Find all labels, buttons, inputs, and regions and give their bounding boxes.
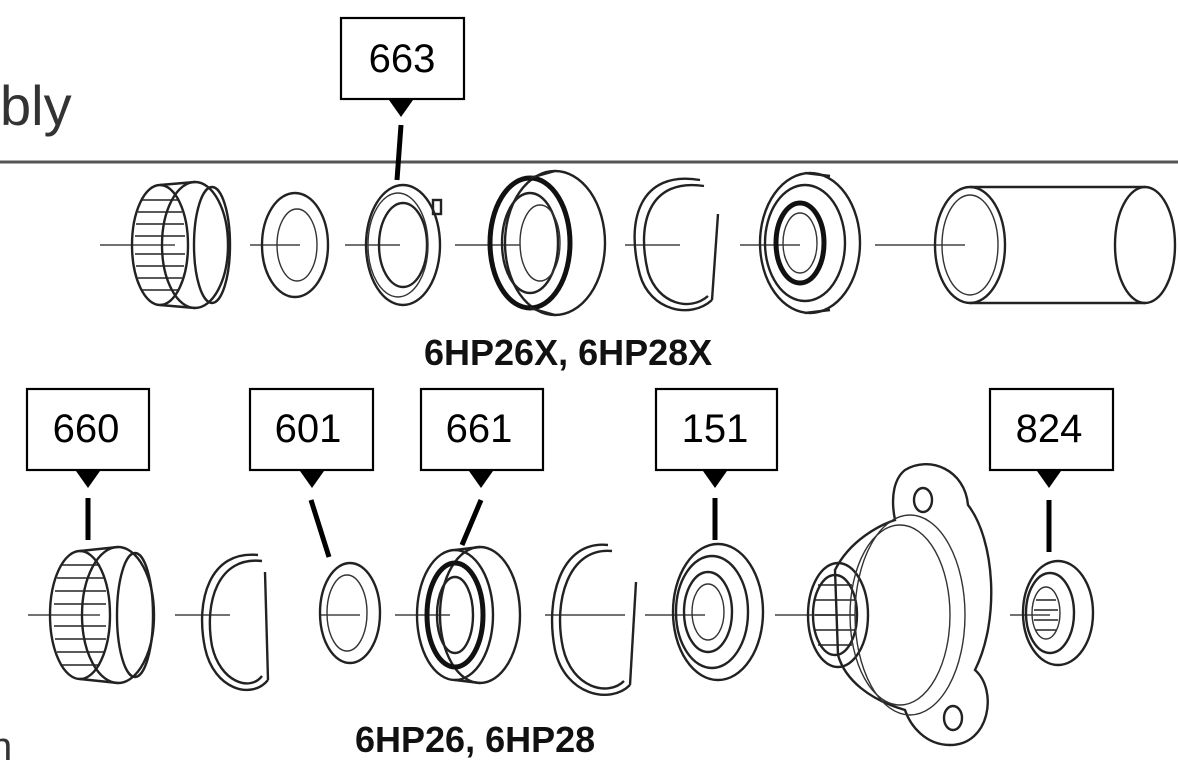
bottom-needle-bearing-660 xyxy=(48,545,156,685)
callout-660-number: 660 xyxy=(53,407,120,451)
top-seal-ring-663 xyxy=(364,183,443,307)
top-assembly: 6HP26X, 6HP28X xyxy=(100,169,1177,373)
top-shaft-seal xyxy=(758,171,862,315)
corner-fragment: n xyxy=(0,725,12,769)
callout-661: 661 xyxy=(419,387,545,546)
bottom-output-flange xyxy=(806,463,993,747)
bottom-thrust-washer-601 xyxy=(318,561,382,665)
callout-663: 663 xyxy=(339,16,466,181)
callout-660: 660 xyxy=(25,387,151,540)
bottom-variant-label: 6HP26, 6HP28 xyxy=(355,719,595,760)
bottom-snap-ring-1 xyxy=(200,553,270,692)
callout-151: 151 xyxy=(654,387,779,540)
top-variant-label: 6HP26X, 6HP28X xyxy=(424,332,712,373)
bottom-shaft-seal-151 xyxy=(671,542,765,682)
title-fragment: bly xyxy=(0,74,72,137)
top-sleeve xyxy=(933,185,1177,305)
callout-824-number: 824 xyxy=(1016,407,1083,451)
callout-601: 601 xyxy=(248,387,375,558)
callout-663-number: 663 xyxy=(369,37,436,81)
callout-601-number: 601 xyxy=(275,407,342,451)
callout-661-number: 661 xyxy=(446,407,513,451)
top-needle-bearing xyxy=(130,180,232,310)
bottom-snap-ring-2 xyxy=(550,543,638,696)
top-ball-bearing xyxy=(487,169,607,317)
top-thrust-washer xyxy=(260,191,330,299)
top-snap-ring xyxy=(633,177,720,312)
callout-824: 824 xyxy=(988,387,1115,552)
bottom-ball-bearing-661 xyxy=(415,545,522,685)
bottom-assembly: 6HP26, 6HP28 xyxy=(28,463,1095,760)
bottom-slotted-nut-824 xyxy=(1021,559,1095,667)
callout-151-number: 151 xyxy=(682,407,749,451)
